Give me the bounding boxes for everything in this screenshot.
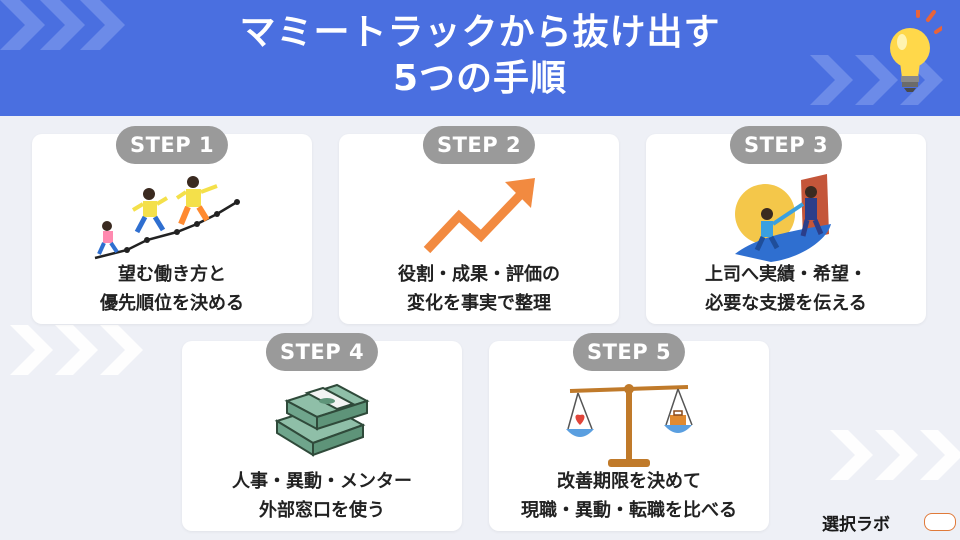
rising-arrow-icon (423, 178, 535, 254)
helping-hand-icon (735, 174, 831, 262)
desc-line-2: 必要な支援を伝える (705, 293, 867, 314)
step-label: STEP 4 (265, 333, 379, 371)
title-line-1: マミートラックから抜け出す (239, 12, 721, 53)
title-line-2: 5つの手順 (392, 58, 568, 99)
balance-scale-icon (566, 384, 693, 467)
step-card-4: STEP 4 人事・異動・メンター 外部窓口を使う (182, 333, 462, 531)
decor-chevrons-header-right (810, 55, 943, 105)
decor-chevrons-left (10, 325, 143, 375)
money-stack-icon (274, 383, 370, 457)
lightbulb-icon (890, 10, 942, 92)
desc-line-2: 優先順位を決める (100, 293, 244, 314)
step-label: STEP 2 (422, 126, 536, 164)
step-label: STEP 5 (572, 333, 686, 371)
desc-line-1: 改善期限を決めて (557, 471, 701, 492)
step-description: 改善期限を決めて 現職・異動・転職を比べる (489, 467, 769, 525)
step-description: 人事・異動・メンター 外部窓口を使う (182, 467, 462, 525)
running-people-icon (94, 176, 240, 260)
desc-line-2: 外部窓口を使う (259, 500, 385, 521)
desc-line-1: 役割・成果・評価の (398, 264, 560, 285)
decor-chevrons-header (0, 0, 125, 50)
desc-line-1: 人事・異動・メンター (232, 471, 412, 492)
step-label: STEP 3 (729, 126, 843, 164)
desc-line-2: 変化を事実で整理 (407, 293, 551, 314)
step-card-5: STEP 5 改善期限を決めて 現職・異動・転職を比べる (489, 333, 769, 531)
step-card-3: STEP 3 上司へ実績・希望・ 必要な支援を伝える (646, 126, 926, 324)
decor-chevrons-right (830, 430, 960, 480)
brand-badge-icon (924, 513, 956, 531)
step-description: 役割・成果・評価の 変化を事実で整理 (339, 260, 619, 318)
desc-line-2: 現職・異動・転職を比べる (521, 500, 737, 521)
step-card-2: STEP 2 役割・成果・評価の 変化を事実で整理 (339, 126, 619, 324)
step-label: STEP 1 (115, 126, 229, 164)
header-banner: マミートラックから抜け出す 5つの手順 (0, 0, 960, 116)
desc-line-1: 上司へ実績・希望・ (705, 264, 867, 285)
desc-line-1: 望む働き方と (118, 264, 226, 285)
step-card-1: STEP 1 望む働き方と 優先順位を決める (32, 126, 312, 324)
brand-logo: 選択ラボ (822, 515, 890, 535)
page-title: マミートラックから抜け出す 5つの手順 (0, 10, 960, 102)
step-description: 上司へ実績・希望・ 必要な支援を伝える (646, 260, 926, 318)
step-description: 望む働き方と 優先順位を決める (32, 260, 312, 318)
